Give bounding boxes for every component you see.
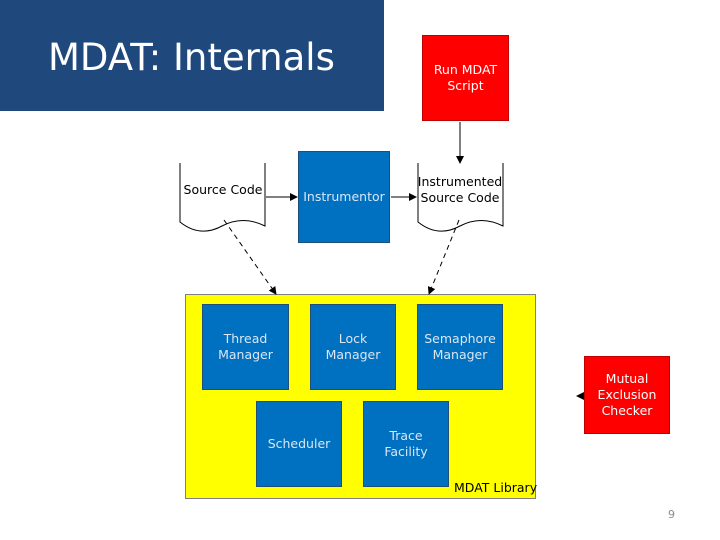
instrumented-source-label: Instrumented Source Code bbox=[417, 174, 503, 205]
instrumented-to-library-arrow bbox=[427, 219, 460, 295]
scheduler-box: Scheduler bbox=[256, 401, 342, 487]
mdat-library-label: MDAT Library bbox=[454, 480, 538, 495]
run-mdat-script-label: Run MDAT Script bbox=[433, 62, 498, 93]
instrumentor-box: Instrumentor bbox=[298, 151, 390, 243]
scheduler-label: Scheduler bbox=[267, 436, 331, 451]
semaphore-manager-label: Semaphore Manager bbox=[424, 331, 496, 362]
title-bar: MDAT: Internals bbox=[0, 0, 384, 111]
slide-title: MDAT: Internals bbox=[48, 36, 335, 79]
thread-manager-label: Thread Manager bbox=[218, 331, 273, 362]
thread-manager-box: Thread Manager bbox=[202, 304, 289, 390]
trace-facility-label: Trace Facility bbox=[384, 428, 428, 459]
source-code-document-shape bbox=[179, 163, 266, 232]
mutual-exclusion-checker-label: Mutual Exclusion Checker bbox=[597, 371, 657, 418]
source-to-library-arrow bbox=[223, 219, 277, 295]
lock-manager-box: Lock Manager bbox=[310, 304, 396, 390]
mutual-exclusion-checker-box: Mutual Exclusion Checker bbox=[584, 356, 670, 434]
instrumentor-label: Instrumentor bbox=[303, 189, 385, 204]
trace-facility-box: Trace Facility bbox=[363, 401, 449, 487]
instrumented-source-document-shape bbox=[417, 163, 504, 232]
page-number: 9 bbox=[668, 508, 675, 521]
semaphore-manager-box: Semaphore Manager bbox=[417, 304, 503, 390]
source-code-label: Source Code bbox=[183, 182, 263, 197]
lock-manager-label: Lock Manager bbox=[325, 331, 381, 362]
run-mdat-script-box: Run MDAT Script bbox=[422, 35, 509, 121]
